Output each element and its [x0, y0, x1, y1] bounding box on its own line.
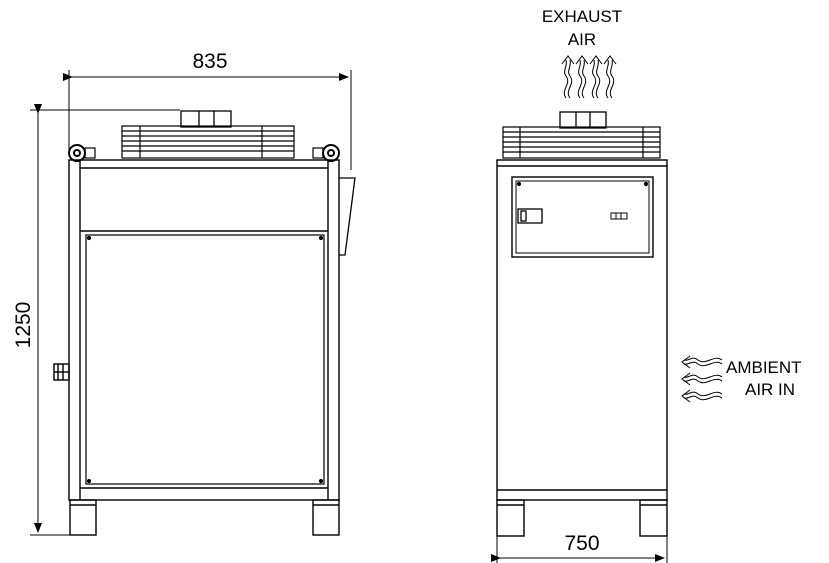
front-lifting-eye-right [312, 144, 340, 162]
front-panel [85, 234, 325, 485]
front-side-bracket [339, 177, 356, 256]
ambient-air-arrows-icon [681, 355, 723, 403]
front-exhaust-collar [180, 110, 232, 128]
side-fan-guard [502, 126, 661, 159]
front-foot-left [69, 499, 97, 536]
front-fan-guard [121, 125, 295, 159]
side-view: 750 EXHAUST AIR [491, 7, 802, 563]
front-lifting-eye-left [68, 144, 96, 162]
side-foot-left [496, 499, 525, 537]
side-width-dimension [491, 536, 668, 563]
front-view: 835 1250 [12, 50, 356, 536]
front-height-label: 1250 [12, 302, 35, 349]
exhaust-air-label-line2: AIR [568, 30, 596, 49]
side-width-label: 750 [564, 532, 599, 555]
display-icon [517, 208, 543, 224]
front-foot-right [312, 499, 340, 536]
front-width-label: 835 [192, 50, 227, 73]
front-width-dimension [63, 70, 352, 170]
exhaust-air-arrows-icon [561, 55, 617, 99]
side-foot-right [639, 499, 668, 537]
side-cabinet [496, 159, 668, 501]
front-cabinet [68, 159, 340, 501]
exhaust-air-label-line1: EXHAUST [542, 7, 622, 26]
front-height-dimension [30, 104, 180, 536]
front-pipe-connection [53, 363, 70, 381]
indicator-lights-icon [610, 212, 628, 220]
side-exhaust-collar [559, 111, 607, 129]
ambient-air-label-line1: AMBIENT [726, 358, 802, 377]
ambient-air-label-line2: AIR IN [745, 380, 795, 399]
control-panel [511, 176, 654, 258]
